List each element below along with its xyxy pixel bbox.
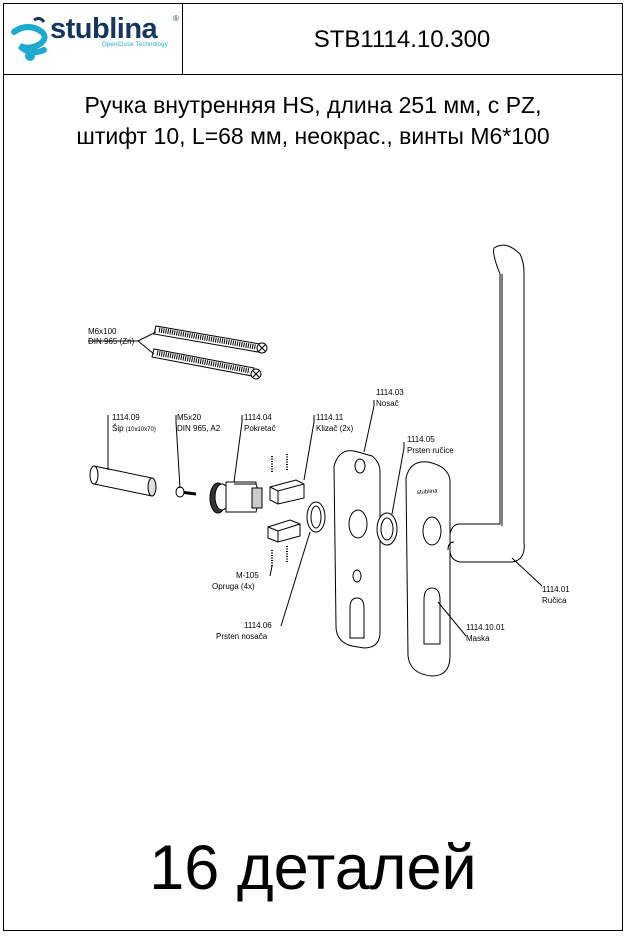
svg-text:1114.04: 1114.04: [244, 413, 272, 422]
title-line-1: Ручка внутренняя HS, длина 251 мм, с PZ,: [84, 92, 542, 118]
carrier-plate-part: [333, 450, 381, 649]
carrier-label-1: 1114.03: [376, 388, 404, 397]
carrier-ring-leader-line: [280, 531, 311, 627]
pin-part: [89, 465, 157, 497]
handle-ring-label-1: 1114.05: [407, 435, 435, 444]
stublina-logo-icon: [11, 16, 48, 61]
svg-text:Prsten nosača: Prsten nosača: [216, 632, 268, 641]
slider-leader-line: [303, 415, 315, 481]
svg-text:1114.11: 1114.11: [316, 413, 344, 422]
svg-text:Pokretač: Pokretač: [244, 424, 276, 433]
svg-text:DIN 965, A2: DIN 965, A2: [177, 424, 221, 433]
spring-leader-line: [269, 565, 273, 577]
mask-part: [405, 461, 451, 677]
carrier-ring-label-2: Prsten nosača: [216, 632, 268, 641]
carrier-ring-part: [306, 501, 326, 533]
driver-part: [209, 481, 263, 514]
svg-text:DIN 965 (Zn): DIN 965 (Zn): [88, 337, 135, 346]
carrier-label-2: Nosač: [376, 399, 399, 408]
svg-text:Opruga (4x): Opruga (4x): [212, 582, 255, 591]
pin-label-2: Šip: [112, 424, 124, 433]
screws-label-2: DIN 965 (Zn): [88, 337, 135, 346]
svg-text:M5x20: M5x20: [177, 413, 202, 422]
svg-text:Šip (10x10x70): Šip (10x10x70): [112, 424, 156, 433]
spring-label-2: Opruga (4x): [212, 582, 255, 591]
svg-text:1114.01: 1114.01: [542, 585, 570, 594]
pin-label-size: (10x10x70): [126, 427, 156, 433]
brand-tagline: OpenClose Technology: [102, 42, 168, 48]
screw-m5-part: [175, 486, 197, 498]
handle-ring-leader-line: [391, 442, 405, 515]
slider-label-1: 1114.11: [316, 413, 344, 422]
screw-m5-label-2: DIN 965, A2: [177, 424, 221, 433]
driver-label-1: 1114.04: [244, 413, 272, 422]
screws-label-1: M6x100: [88, 327, 117, 336]
svg-text:M6x100: M6x100: [88, 327, 117, 336]
screw-m5-leader-line: [175, 415, 181, 489]
drawing-sheet: stublina ® OpenClose Technology STB1114.…: [3, 3, 623, 931]
svg-text:1114.09: 1114.09: [112, 413, 140, 422]
handle-ring-label-2: Prsten ručice: [407, 446, 454, 455]
carrier-ring-label-1: 1114.06: [244, 621, 272, 630]
title-line-2: штифт 10, L=68 мм, неокрас., винты M6*10…: [76, 123, 550, 149]
handle-label-1: 1114.01: [542, 585, 570, 594]
handle-ring-part: [376, 512, 398, 546]
carrier-leader-line: [363, 400, 375, 453]
svg-text:Prsten ručice: Prsten ručice: [407, 446, 454, 455]
slider-top-part: [269, 479, 305, 505]
title-block: stublina ® OpenClose Technology STB1114.…: [4, 4, 622, 75]
parts-count: 16 деталей: [149, 833, 477, 903]
mask-label-1: 1114.10.01: [466, 623, 505, 632]
mask-label-2: Maska: [466, 634, 490, 643]
handle-leader-line: [511, 557, 543, 587]
springs-part: [271, 454, 288, 566]
driver-leader-line: [233, 415, 243, 483]
product-title: Ручка внутренняя HS, длина 251 мм, с PZ,…: [4, 90, 622, 152]
svg-text:stublina: stublina: [417, 489, 439, 496]
svg-text:1114.05: 1114.05: [407, 435, 435, 444]
registered-mark: ®: [173, 14, 179, 23]
svg-text:1114.06: 1114.06: [244, 621, 272, 630]
svg-text:1114.03: 1114.03: [376, 388, 404, 397]
spring-label-1: M-105: [236, 571, 259, 580]
exploded-view-drawing: M6x100 DIN 965 (Zn) 1114.09 Šip (10x10x7…: [88, 244, 570, 677]
driver-label-2: Pokretač: [244, 424, 276, 433]
screw-m5-label-1: M5x20: [177, 413, 202, 422]
screw-m6-bottom: [151, 348, 262, 380]
product-code: STB1114.10.300: [313, 26, 491, 53]
screw-m6-top: [153, 325, 268, 354]
brand-name: stublina: [50, 13, 158, 45]
svg-text:1114.10.01: 1114.10.01: [466, 623, 505, 632]
mask-brand-marking: stublina: [417, 489, 439, 496]
pin-label-1: 1114.09: [112, 413, 140, 422]
svg-text:Maska: Maska: [466, 634, 490, 643]
handle-label-2: Ručica: [542, 596, 567, 605]
svg-text:Nosač: Nosač: [376, 399, 399, 408]
svg-text:M-105: M-105: [236, 571, 259, 580]
slider-label-2: Klizač (2x): [316, 424, 354, 433]
svg-text:Ručica: Ručica: [542, 596, 567, 605]
mask-leader-line: [437, 601, 467, 637]
logo-cell: stublina ® OpenClose Technology: [4, 4, 183, 74]
handle-part: [447, 244, 525, 563]
svg-text:Klizač (2x): Klizač (2x): [316, 424, 354, 433]
slider-bottom-part: [267, 519, 301, 543]
